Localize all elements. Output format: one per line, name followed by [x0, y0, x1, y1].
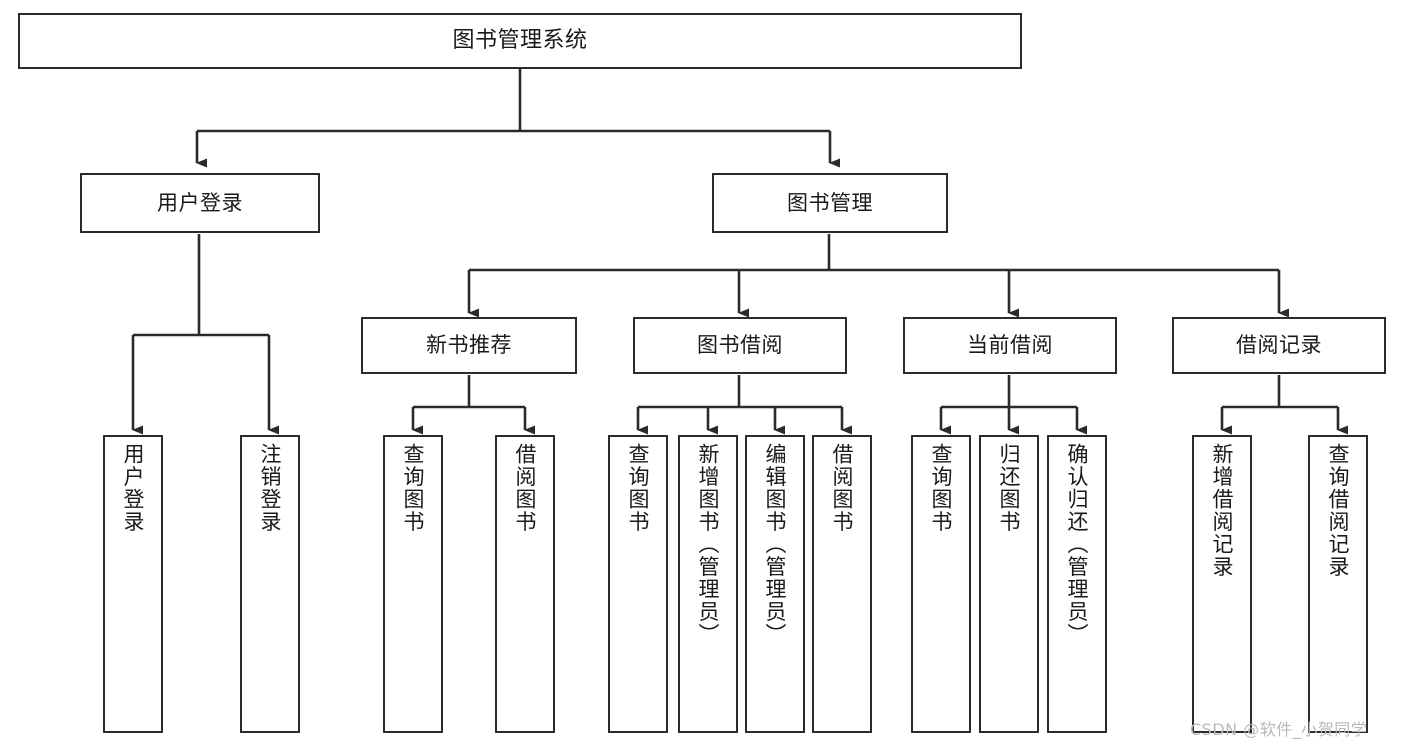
leaf-current-borrow-query-label: 查询图书 — [929, 443, 954, 533]
leaf-borrow-record-add[interactable]: 新增借阅记录 — [1192, 435, 1252, 733]
node-root-system-label: 图书管理系统 — [452, 28, 588, 54]
leaf-borrow-record-add-label: 新增借阅记录 — [1210, 443, 1235, 578]
node-new-book-recommend-label: 新书推荐 — [426, 333, 512, 358]
node-current-borrow-label: 当前借阅 — [967, 333, 1053, 358]
node-book-borrow[interactable]: 图书借阅 — [633, 317, 847, 374]
leaf-book-borrow-query[interactable]: 查询图书 — [608, 435, 668, 733]
node-borrow-record-label: 借阅记录 — [1236, 333, 1322, 358]
leaf-current-borrow-return-label: 归还图书 — [997, 443, 1022, 533]
node-book-management-label: 图书管理 — [787, 190, 873, 215]
leaf-current-borrow-confirm[interactable]: 确认归还（管理员） — [1047, 435, 1107, 733]
leaf-book-borrow-edit[interactable]: 编辑图书（管理员） — [745, 435, 805, 733]
leaf-book-borrow-edit-label: 编辑图书（管理员） — [763, 443, 788, 646]
leaf-book-borrow-add[interactable]: 新增图书（管理员） — [678, 435, 738, 733]
leaf-borrow-record-query[interactable]: 查询借阅记录 — [1308, 435, 1368, 733]
leaf-current-borrow-confirm-label: 确认归还（管理员） — [1065, 443, 1090, 646]
leaf-current-borrow-query[interactable]: 查询图书 — [911, 435, 971, 733]
leaf-user-login-signin[interactable]: 用户登录 — [103, 435, 163, 733]
node-new-book-recommend[interactable]: 新书推荐 — [361, 317, 577, 374]
csdn-watermark: CSDN @软件_小贺同学 — [1190, 720, 1368, 739]
leaf-new-book-borrow-label: 借阅图书 — [513, 443, 538, 533]
node-user-login[interactable]: 用户登录 — [80, 173, 320, 233]
node-root-system[interactable]: 图书管理系统 — [18, 13, 1022, 69]
leaf-borrow-record-query-label: 查询借阅记录 — [1326, 443, 1351, 578]
leaf-current-borrow-return[interactable]: 归还图书 — [979, 435, 1039, 733]
leaf-book-borrow-lend[interactable]: 借阅图书 — [812, 435, 872, 733]
leaf-new-book-query-label: 查询图书 — [401, 443, 426, 533]
node-user-login-label: 用户登录 — [157, 190, 243, 215]
leaf-user-login-signout-label: 注销登录 — [258, 443, 283, 533]
node-current-borrow[interactable]: 当前借阅 — [903, 317, 1117, 374]
leaf-book-borrow-add-label: 新增图书（管理员） — [696, 443, 721, 646]
leaf-book-borrow-query-label: 查询图书 — [626, 443, 651, 533]
node-book-borrow-label: 图书借阅 — [697, 333, 783, 358]
leaf-new-book-query[interactable]: 查询图书 — [383, 435, 443, 733]
leaf-user-login-signin-label: 用户登录 — [121, 443, 146, 533]
leaf-new-book-borrow[interactable]: 借阅图书 — [495, 435, 555, 733]
node-borrow-record[interactable]: 借阅记录 — [1172, 317, 1386, 374]
node-book-management[interactable]: 图书管理 — [712, 173, 948, 233]
leaf-book-borrow-lend-label: 借阅图书 — [830, 443, 855, 533]
leaf-user-login-signout[interactable]: 注销登录 — [240, 435, 300, 733]
